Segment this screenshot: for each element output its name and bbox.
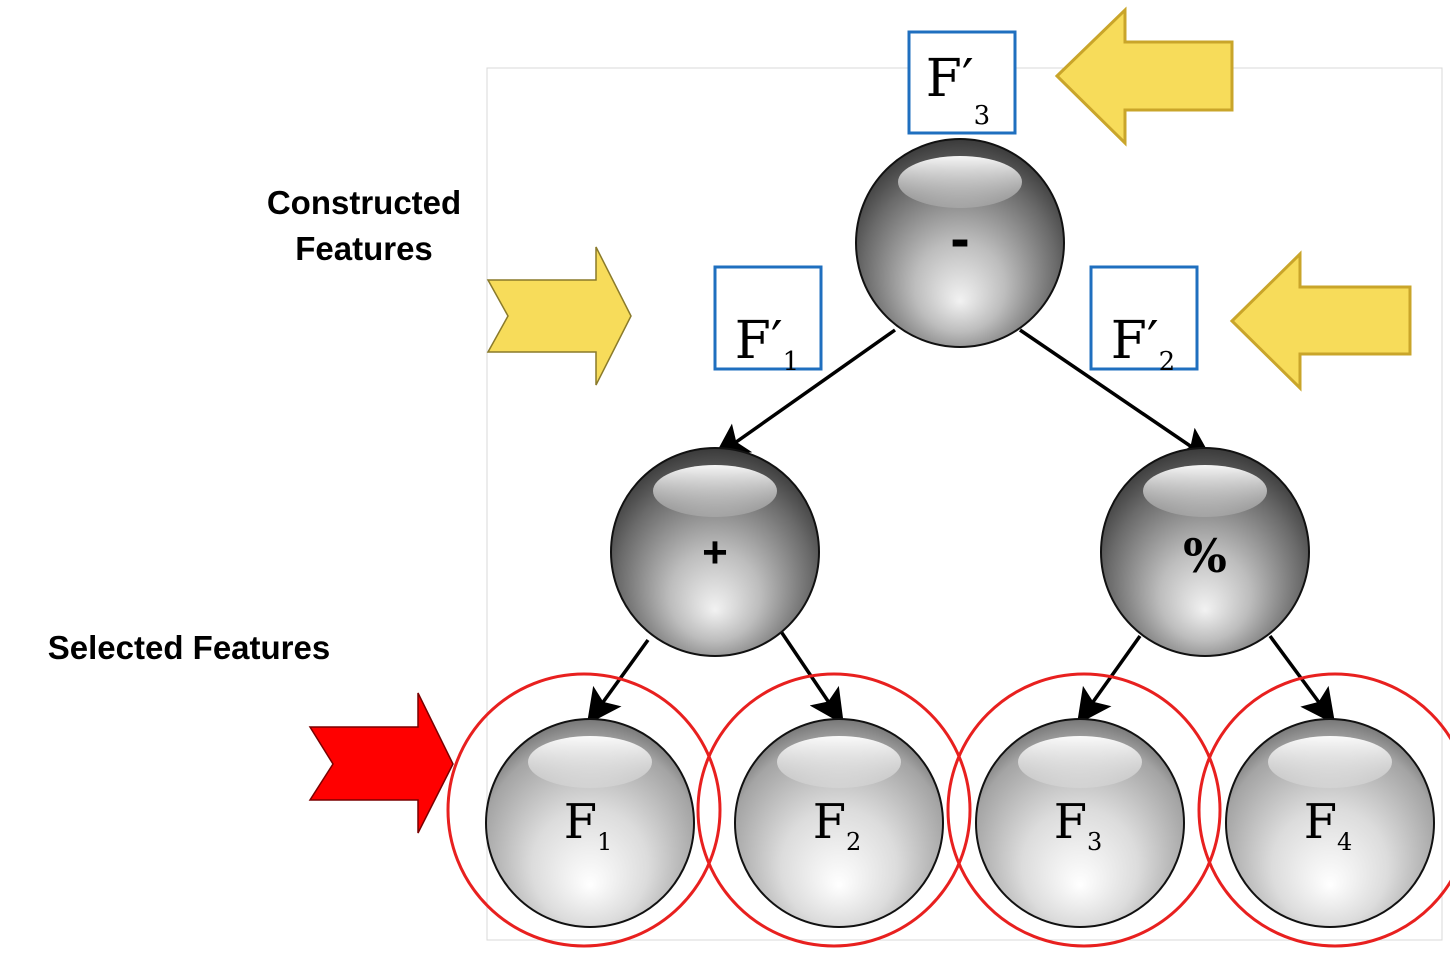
leaf-f2-sub: 2 [846, 828, 861, 856]
svg-text:F′2: F′2 [1111, 311, 1175, 377]
constructed-label-line1: Constructed [266, 184, 462, 221]
operator-right-label: % [1183, 529, 1227, 583]
box-f3-prime-sub: 3 [974, 101, 991, 131]
constructed-label-line2: Features [295, 230, 433, 267]
selected-features-label: Selected Features [47, 629, 331, 666]
operator-node-left: + [610, 447, 820, 657]
leaf-node-f1: F1 [485, 718, 695, 928]
edge-left-f2 [778, 629, 844, 725]
box-f3-prime-base: F′ [926, 49, 974, 109]
yellow-arrow-top-right [1054, 6, 1234, 147]
constructed-features-label: Constructed Features [236, 180, 492, 272]
red-arrow-selected [308, 692, 454, 834]
selection-circle-f2 [696, 672, 972, 948]
selection-circle-f1 [446, 672, 722, 948]
operator-root-label: - [950, 206, 969, 271]
svg-text:F2: F2 [813, 794, 862, 856]
leaf-f2-base: F [813, 794, 846, 850]
yellow-arrow-right [1229, 250, 1412, 392]
leaf-f3-base: F [1054, 794, 1087, 850]
leaf-node-f4: F4 [1225, 718, 1435, 928]
svg-text:F3: F3 [1054, 794, 1103, 856]
selection-circle-f4 [1197, 672, 1450, 948]
selection-circles [446, 672, 1450, 948]
svg-text:F′1: F′1 [735, 311, 799, 377]
leaf-f4-base: F [1304, 794, 1337, 850]
edge-right-f4 [1268, 634, 1336, 725]
yellow-arrow-left [486, 246, 632, 386]
leaf-node-f3: F3 [975, 718, 1185, 928]
operator-node-right: % [1100, 447, 1310, 657]
leaf-f3-sub: 3 [1087, 828, 1102, 856]
box-f1-prime-sub: 1 [783, 347, 800, 377]
leaf-f1-base: F [564, 794, 597, 850]
constructed-box-f2-prime: F′2 [1089, 265, 1199, 377]
box-f2-prime-base: F′ [1111, 311, 1159, 371]
constructed-box-f3-prime: F′3 [907, 30, 1017, 135]
leaf-f1-sub: 1 [597, 828, 612, 856]
edge-root-left [713, 328, 897, 459]
box-f2-prime-sub: 2 [1159, 347, 1176, 377]
leaf-f4-sub: 4 [1337, 828, 1352, 856]
constructed-box-f1-prime: F′1 [713, 265, 823, 377]
operator-node-root: - [855, 138, 1065, 348]
selection-circle-f3 [946, 672, 1222, 948]
box-f1-prime-base: F′ [735, 311, 783, 371]
edge-root-right [1019, 328, 1214, 462]
svg-text:F1: F1 [564, 794, 613, 856]
svg-text:F′3: F′3 [926, 49, 990, 131]
operator-left-label: + [702, 528, 728, 577]
svg-text:F4: F4 [1304, 794, 1353, 856]
leaf-node-f2: F2 [734, 718, 944, 928]
